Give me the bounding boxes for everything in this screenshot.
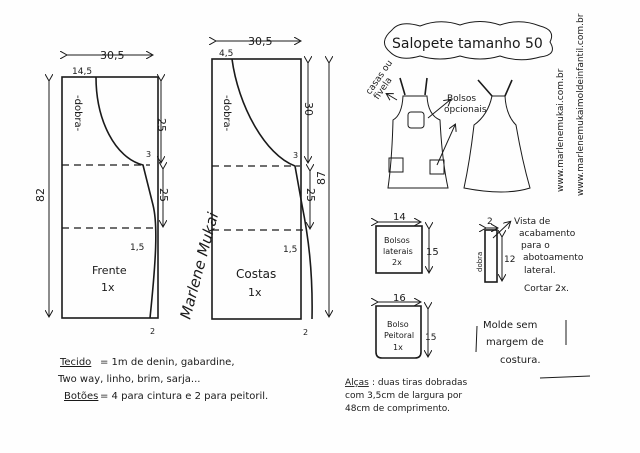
facing-width: 2 bbox=[487, 217, 493, 227]
back-outline bbox=[211, 58, 302, 320]
note-line-1: Molde sem bbox=[483, 320, 537, 331]
facing-fold: dobra bbox=[476, 252, 484, 272]
note-line-2: margem de bbox=[486, 337, 544, 348]
front-height-label: 82 bbox=[34, 188, 47, 202]
front-qty-label: 1x bbox=[101, 281, 115, 294]
straps-line-2: com 3,5cm de largura por bbox=[345, 391, 462, 401]
facing-note-4: abotoamento bbox=[523, 253, 584, 263]
side-pockets-label-1: Bolsos bbox=[384, 236, 410, 245]
chest-pocket-piece: 16 15 Bolso Peitoral 1x bbox=[376, 293, 436, 359]
side-pockets-label-3: 2x bbox=[392, 258, 402, 267]
front-hip-label: 1,5 bbox=[130, 243, 144, 253]
straps-line-3: 48cm de comprimento. bbox=[345, 404, 450, 414]
front-width-label: 30,5 bbox=[100, 49, 125, 62]
back-middle-label: 25 bbox=[304, 188, 317, 202]
signature: Marlene Mukai bbox=[176, 210, 222, 321]
facing-piece: 2 12 dobra Vista de acabamento para o ab… bbox=[476, 217, 584, 294]
side-pockets-piece: 14 15 Bolsos laterais 2x bbox=[376, 212, 439, 273]
back-qty-label: 1x bbox=[248, 286, 262, 299]
front-outline bbox=[61, 76, 159, 319]
back-cut-line bbox=[231, 58, 313, 320]
straps-instructions: Alças : duas tiras dobradas com 3,5cm de… bbox=[345, 378, 468, 414]
overall-front-illustration bbox=[387, 77, 455, 189]
front-fold-label: -dobra- bbox=[72, 95, 83, 132]
back-neck-label: 4,5 bbox=[219, 49, 233, 59]
facing-note-3: para o bbox=[521, 241, 550, 251]
side-pockets-label-2: laterais bbox=[383, 247, 413, 256]
back-small-label: 3 bbox=[293, 151, 298, 160]
cloud-shape bbox=[384, 21, 553, 61]
chest-pocket-label-2: Peitoral bbox=[384, 331, 414, 340]
seam-allowance-note: Molde sem margem de costura. bbox=[475, 320, 591, 379]
chest-pocket-height: 15 bbox=[425, 333, 436, 343]
pockets-label-1: Bolsos bbox=[447, 94, 476, 104]
fabric-label: Tecido bbox=[59, 357, 91, 368]
back-hem-label: 2 bbox=[303, 328, 308, 337]
facing-note-6: Cortar 2x. bbox=[524, 284, 569, 294]
overall-back-illustration bbox=[463, 79, 531, 193]
side-pockets-height: 15 bbox=[426, 247, 439, 258]
front-cut-line bbox=[95, 76, 157, 319]
straps-line-1: : duas tiras dobradas bbox=[372, 378, 468, 388]
back-piece: 30,5 4,5 87 30 3 25 1,5 2 -dobra- Costas… bbox=[212, 35, 329, 337]
back-upper-label: 30 bbox=[302, 102, 315, 116]
fabric-instructions: Tecido = 1m de denin, gabardine, Two way… bbox=[57, 357, 268, 402]
straps-label: Alças bbox=[345, 378, 369, 388]
front-neck-label: 14,5 bbox=[72, 67, 92, 77]
facing-height: 12 bbox=[504, 255, 515, 265]
fabric-line-2: Two way, linho, brim, sarja... bbox=[57, 374, 200, 385]
facing-note-5: lateral. bbox=[524, 266, 556, 276]
front-small-label: 3 bbox=[146, 150, 151, 159]
front-upper-label: 25 bbox=[155, 118, 168, 132]
buttons-label: Botões bbox=[64, 391, 98, 402]
chest-pocket-label-1: Bolso bbox=[387, 320, 409, 329]
url-1: www.marlenemukai.com.br bbox=[556, 68, 566, 192]
back-width-label: 30,5 bbox=[248, 35, 273, 48]
chest-pocket-label-3: 1x bbox=[393, 343, 403, 352]
url-2: www.marlenemukaimoldeinfantil.com.br bbox=[576, 13, 586, 196]
chest-pocket-width: 16 bbox=[393, 293, 406, 304]
back-height-label: 87 bbox=[315, 171, 328, 185]
note-line-3: costura. bbox=[500, 355, 541, 366]
back-hip-label: 1,5 bbox=[283, 245, 297, 255]
buttons-text: = 4 para cintura e 2 para peitoril. bbox=[100, 391, 268, 402]
facing-note-1: Vista de bbox=[514, 217, 551, 227]
back-name-label: Costas bbox=[236, 267, 276, 281]
front-middle-label: 25 bbox=[157, 188, 170, 202]
side-pockets-width: 14 bbox=[393, 212, 406, 223]
front-name-label: Frente bbox=[92, 264, 127, 277]
back-fold-label: -dobra- bbox=[221, 95, 232, 132]
front-hem-label: 2 bbox=[150, 327, 155, 336]
pockets-label-2: opcionais bbox=[444, 105, 487, 115]
title-cloud: Salopete tamanho 50 bbox=[384, 21, 553, 61]
fabric-line-1: = 1m de denin, gabardine, bbox=[100, 357, 235, 368]
facing-note-2: acabamento bbox=[519, 229, 576, 239]
front-piece: 30,5 14,5 82 25 3 25 1,5 2 -dobra- Frent… bbox=[34, 49, 170, 336]
page-title: Salopete tamanho 50 bbox=[392, 36, 543, 52]
